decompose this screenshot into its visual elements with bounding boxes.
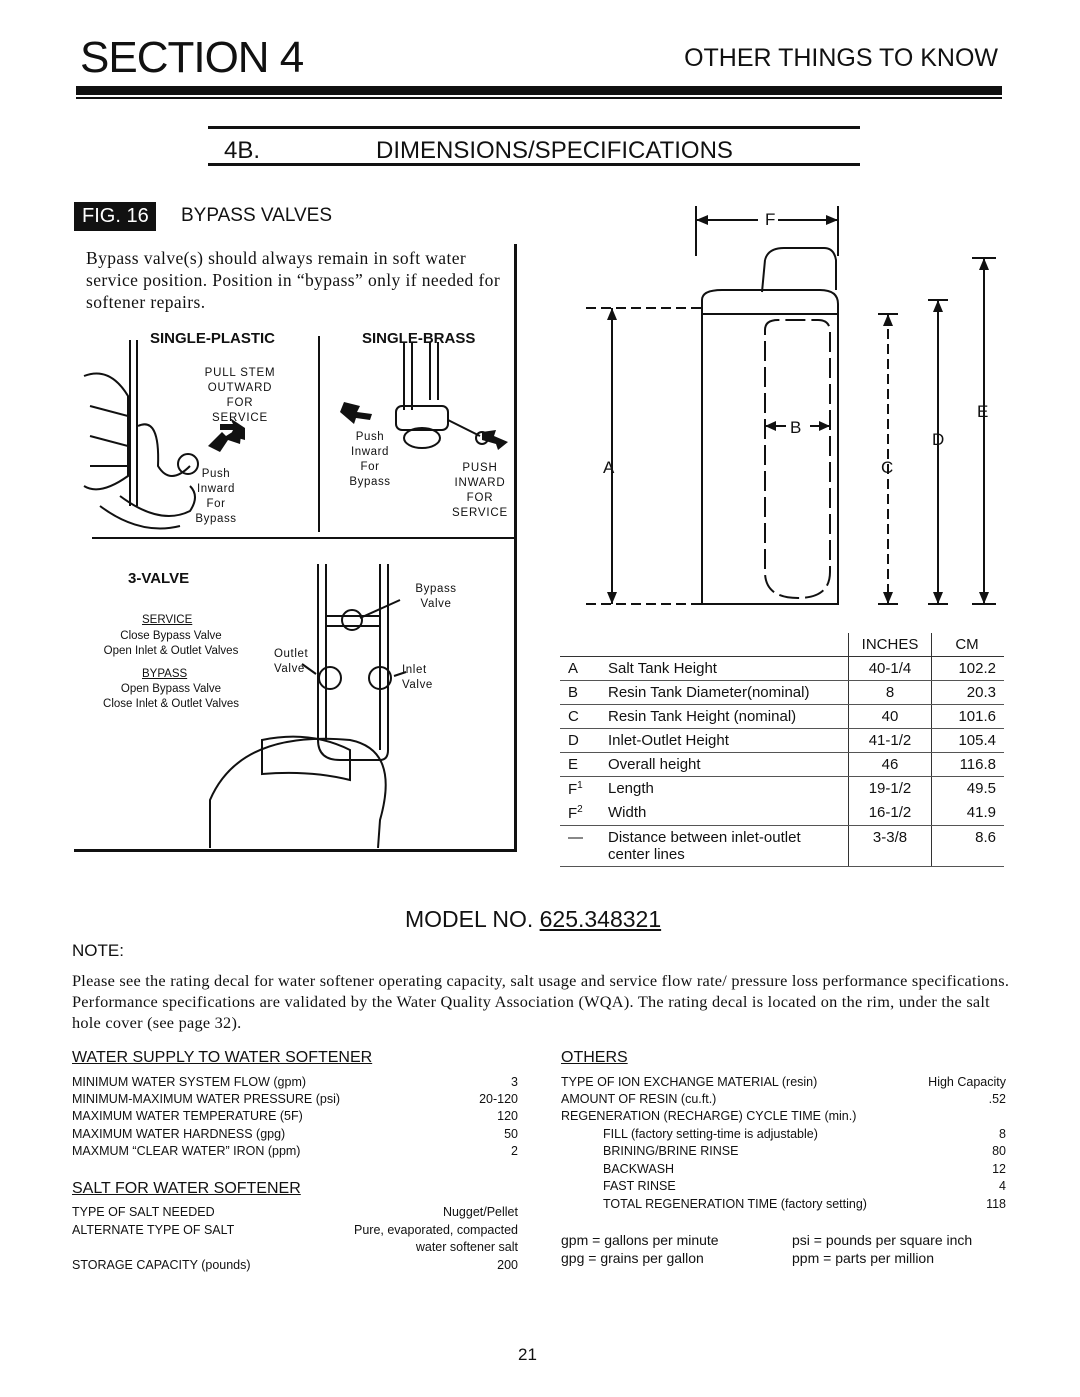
list-item: MAXIMUM WATER HARDNESS (gpg)50 — [72, 1127, 518, 1141]
list-item: TOTAL REGENERATION TIME (factory setting… — [603, 1197, 1006, 1211]
dim-label-f: F — [765, 210, 776, 229]
three-valve-title: 3-VALVE — [128, 570, 190, 587]
inlet-valve-callout: Inlet Valve — [402, 664, 433, 691]
table-row: D Inlet-Outlet Height 41-1/2 105.4 — [560, 728, 1004, 753]
figure-text: Bypass valve(s) should always remain in … — [86, 248, 501, 312]
list-item: MAXMUM “CLEAR WATER” IRON (ppm)2 — [72, 1144, 518, 1158]
abbreviation: gpg = grains per gallon — [561, 1250, 704, 1266]
heading-number: 4B. — [224, 137, 261, 164]
list-item: AMOUNT OF RESIN (cu.ft.).52 — [561, 1092, 1006, 1106]
tank-dimensions-diagram — [586, 206, 996, 605]
table-row: F2 Width 16-1/2 41.9 — [560, 801, 1004, 826]
figure-frame-right — [514, 244, 517, 852]
plastic-push-label: Push Inward For Bypass — [195, 468, 237, 525]
single-plastic-title: SINGLE-PLASTIC — [150, 330, 276, 347]
model-number: MODEL NO. 625.348321 — [405, 906, 662, 932]
bypass-label: BYPASS — [142, 668, 188, 680]
abbreviation: ppm = parts per million — [792, 1250, 935, 1266]
dim-label-a: A — [603, 458, 615, 477]
table-header-row: INCHES CM — [560, 633, 1004, 657]
heading-rule-bottom — [208, 163, 860, 166]
single-plastic-illustration — [83, 340, 245, 530]
list-item: water softener salt — [415, 1240, 518, 1254]
list-item: MINIMUM-MAXIMUM WATER PRESSURE (psi)20-1… — [72, 1092, 518, 1106]
brass-push-label: Push Inward For Bypass — [349, 431, 391, 488]
figure-divider — [92, 537, 514, 539]
salt-heading: SALT FOR WATER SOFTENER — [72, 1180, 301, 1197]
bypass-valve-callout: Bypass Valve — [415, 583, 457, 610]
single-brass-title: SINGLE-BRASS — [362, 330, 476, 347]
list-item: TYPE OF ION EXCHANGE MATERIAL (resin)Hig… — [561, 1075, 1006, 1089]
note-text: Please see the rating decal for water so… — [72, 971, 1010, 1032]
single-brass-illustration — [340, 342, 508, 450]
three-valve-illustration — [209, 564, 407, 848]
note-heading: NOTE: — [72, 941, 124, 960]
brass-push-service-label: PUSH INWARD FOR SERVICE — [452, 462, 508, 519]
figure-badge: FIG. 16 — [74, 202, 156, 231]
pull-stem-label: PULL STEM OUTWARD FOR SERVICE — [204, 367, 276, 424]
service-label: SERVICE — [142, 614, 193, 626]
spec-table: INCHES CM A Salt Tank Height 40-1/4 102.… — [560, 633, 1004, 867]
list-item: REGENERATION (RECHARGE) CYCLE TIME (min.… — [561, 1109, 857, 1123]
abbreviation: gpm = gallons per minute — [561, 1232, 719, 1248]
header-rule-thin — [76, 97, 1002, 99]
bypass-instructions: Open Bypass Valve Close Inlet & Outlet V… — [103, 683, 239, 710]
figure-divider-vertical — [318, 336, 320, 532]
table-row: B Resin Tank Diameter(nominal) 8 20.3 — [560, 680, 1004, 705]
heading-title: DIMENSIONS/SPECIFICATIONS — [376, 137, 733, 164]
header-inches: INCHES — [848, 633, 932, 657]
list-item: STORAGE CAPACITY (pounds)200 — [72, 1258, 518, 1272]
table-row: F1 Length 19-1/2 49.5 — [560, 776, 1004, 801]
header-cm: CM — [931, 633, 1004, 657]
dim-label-c: C — [881, 458, 894, 477]
others-heading: OTHERS — [561, 1049, 628, 1066]
table-row: A Salt Tank Height 40-1/4 102.2 — [560, 656, 1004, 681]
dim-label-d: D — [932, 430, 945, 449]
section-subtitle: OTHER THINGS TO KNOW — [684, 44, 998, 72]
figure-caption: BYPASS VALVES — [181, 205, 333, 226]
header-rule — [76, 86, 1002, 95]
section-title: SECTION 4 — [80, 33, 304, 82]
list-item: MAXIMUM WATER TEMPERATURE (5F)120 — [72, 1109, 518, 1123]
table-row: E Overall height 46 116.8 — [560, 752, 1004, 777]
list-item: FILL (factory setting-time is adjustable… — [603, 1127, 1006, 1141]
water-supply-heading: WATER SUPPLY TO WATER SOFTENER — [72, 1049, 373, 1066]
outlet-valve-callout: Outlet Valve — [274, 648, 309, 675]
table-row: C Resin Tank Height (nominal) 40 101.6 — [560, 704, 1004, 729]
heading-rule-top — [208, 126, 860, 129]
figure-frame-bottom — [74, 849, 517, 852]
dim-label-b: B — [790, 418, 802, 437]
list-item: MINIMUM WATER SYSTEM FLOW (gpm)3 — [72, 1075, 518, 1089]
dim-label-e: E — [977, 402, 989, 421]
abbreviation: psi = pounds per square inch — [792, 1232, 973, 1248]
service-instructions: Close Bypass Valve Open Inlet & Outlet V… — [103, 630, 239, 657]
page-number: 21 — [518, 1345, 537, 1364]
